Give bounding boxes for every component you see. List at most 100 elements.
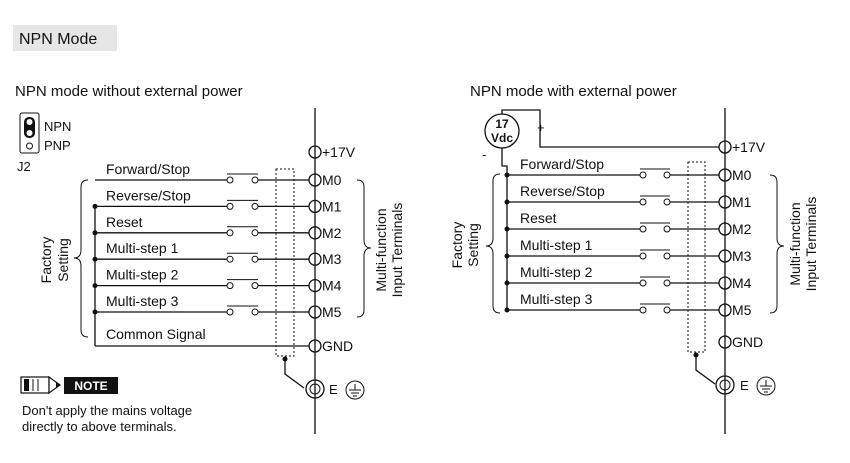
left-input-row-0: Forward/Stop bbox=[95, 161, 309, 184]
left-input-row-4: Multi-step 2 bbox=[92, 267, 309, 290]
right-terminal-label-3: M3 bbox=[732, 248, 752, 264]
left-terminal-label-5: M5 bbox=[322, 304, 342, 320]
multifunction-label-line2: Input Terminals bbox=[389, 203, 405, 298]
left-input-label-5: Multi-step 3 bbox=[106, 293, 179, 309]
left-switch-contact bbox=[226, 202, 234, 210]
right-factory-setting-brace bbox=[485, 173, 501, 314]
page-title: NPN Mode bbox=[19, 31, 97, 48]
jumper-pnp-label: PNP bbox=[44, 138, 71, 153]
right-input-row-1: Reverse/Stop bbox=[504, 183, 719, 206]
right-switch-contact bbox=[639, 252, 647, 260]
left-switch-contact bbox=[226, 282, 234, 290]
shield-ground-wire bbox=[284, 359, 305, 389]
right-multifunction-brace bbox=[769, 174, 785, 314]
left-terminal-label-1: M1 bbox=[322, 198, 342, 214]
right-terminal-label-0: M0 bbox=[732, 167, 752, 183]
right-power-label: +17V bbox=[732, 139, 766, 155]
right-input-label-1: Reverse/Stop bbox=[520, 183, 605, 199]
left-switch-contact bbox=[251, 176, 259, 184]
left-input-label-3: Multi-step 1 bbox=[106, 240, 179, 256]
supply-unit: Vdc bbox=[491, 131, 513, 145]
right-earth-terminal bbox=[715, 375, 735, 395]
right-multifunction-label-line2: Input Terminals bbox=[803, 197, 819, 292]
right-input-label-2: Reset bbox=[520, 210, 557, 226]
right-gnd-label: GND bbox=[732, 334, 763, 350]
right-terminal-label-4: M4 bbox=[732, 275, 752, 291]
right-terminal-label-5: M5 bbox=[732, 302, 752, 318]
left-switch-contact bbox=[251, 282, 259, 290]
right-shield-ground-wire bbox=[695, 355, 716, 385]
pencil-icon bbox=[20, 375, 62, 395]
left-input-label-1: Reverse/Stop bbox=[106, 187, 191, 203]
left-input-row-2: Reset bbox=[92, 214, 309, 237]
right-switch-contact bbox=[663, 171, 671, 179]
right-earth-label: E bbox=[740, 378, 749, 393]
left-switch-contact bbox=[251, 229, 259, 237]
left-diagram: NPN mode without external power NPN PNP … bbox=[15, 83, 405, 434]
left-switch-contact bbox=[226, 229, 234, 237]
right-input-row-0: Forward/Stop bbox=[504, 156, 719, 179]
right-junction-dot bbox=[504, 307, 510, 313]
earth-label: E bbox=[329, 382, 338, 397]
right-diagram-title: NPN mode with external power bbox=[470, 83, 677, 100]
gnd-terminal-label: GND bbox=[322, 338, 353, 354]
header-background bbox=[13, 25, 117, 51]
factory-label-line2: Setting bbox=[55, 238, 71, 282]
left-power-terminal bbox=[308, 145, 322, 159]
left-switch-contact bbox=[226, 255, 234, 263]
left-power-label: +17V bbox=[322, 144, 356, 160]
external-supply: 17 Vdc + - bbox=[482, 113, 545, 162]
gnd-terminal bbox=[308, 339, 322, 353]
supply-positive-wire bbox=[501, 109, 719, 148]
supply-value: 17 bbox=[495, 117, 509, 131]
right-shielded-cable bbox=[687, 161, 706, 353]
jumper-name-label: J2 bbox=[17, 159, 31, 174]
right-junction-dot bbox=[504, 199, 510, 205]
right-switch-contact bbox=[663, 198, 671, 206]
note-block: NOTE Don't apply the mains voltage direc… bbox=[20, 375, 192, 434]
right-switch-contact bbox=[639, 171, 647, 179]
note-badge-label: NOTE bbox=[74, 379, 107, 393]
right-switch-contact bbox=[639, 279, 647, 287]
left-input-label-4: Multi-step 2 bbox=[106, 267, 179, 283]
ground-icon bbox=[345, 380, 365, 400]
left-switch-contact bbox=[251, 308, 259, 316]
right-power-terminal bbox=[718, 140, 732, 154]
right-input-row-2: Reset bbox=[504, 210, 719, 233]
multifunction-brace bbox=[356, 179, 372, 318]
left-terminal-label-0: M0 bbox=[322, 172, 342, 188]
supply-plus: + bbox=[537, 120, 545, 135]
earth-terminal bbox=[305, 379, 325, 399]
right-input-label-0: Forward/Stop bbox=[520, 156, 604, 172]
right-switch-contact bbox=[639, 306, 647, 314]
right-input-row-5: Multi-step 3 bbox=[504, 291, 719, 314]
right-input-label-3: Multi-step 1 bbox=[520, 237, 593, 253]
multifunction-label-line1: Multi-function bbox=[373, 208, 389, 291]
left-switch-contact bbox=[251, 255, 259, 263]
left-input-row-1: Reverse/Stop bbox=[92, 187, 309, 210]
shielded-cable bbox=[275, 168, 295, 357]
right-input-row-3: Multi-step 1 bbox=[504, 237, 719, 260]
common-signal-label: Common Signal bbox=[106, 326, 206, 342]
right-factory-label-line2: Setting bbox=[465, 223, 481, 267]
right-terminal-label-2: M2 bbox=[732, 221, 752, 237]
right-factory-label-line1: Factory bbox=[449, 222, 465, 269]
right-switch-contact bbox=[663, 252, 671, 260]
note-line-2: directly to above terminals. bbox=[22, 419, 177, 434]
note-badge bbox=[64, 377, 118, 394]
right-input-label-5: Multi-step 3 bbox=[520, 291, 593, 307]
jumper-j2: NPN PNP J2 bbox=[17, 112, 71, 174]
left-input-label-2: Reset bbox=[106, 214, 143, 230]
left-switch-contact bbox=[226, 176, 234, 184]
right-switch-contact bbox=[639, 198, 647, 206]
right-input-label-4: Multi-step 2 bbox=[520, 264, 593, 280]
right-switch-contact bbox=[663, 225, 671, 233]
right-switch-contact bbox=[663, 306, 671, 314]
supply-negative-wire bbox=[501, 148, 508, 310]
left-switch-contact bbox=[226, 308, 234, 316]
supply-minus: - bbox=[482, 147, 486, 162]
left-terminal-label-2: M2 bbox=[322, 225, 342, 241]
right-junction-dot bbox=[504, 172, 510, 178]
right-gnd-terminal bbox=[718, 335, 732, 349]
